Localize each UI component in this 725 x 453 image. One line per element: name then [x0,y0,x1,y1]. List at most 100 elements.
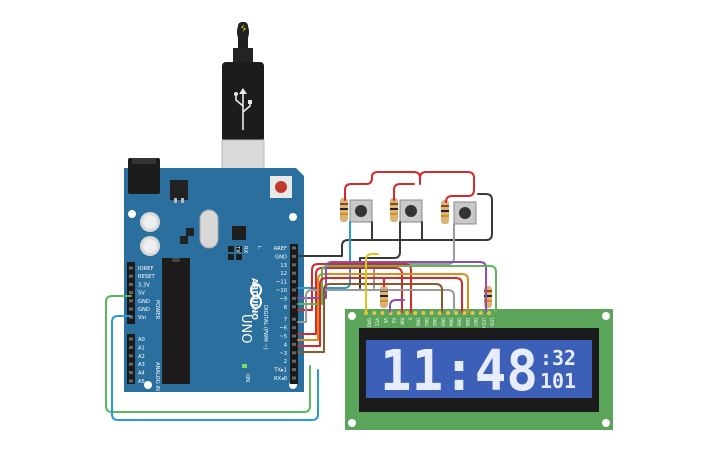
lcd-pin[interactable] [413,311,418,315]
lcd-pin-label: DB6 [465,318,470,327]
lcd-pin-label: DB0 [416,318,421,327]
digital-pin-socket[interactable] [292,263,296,267]
analog-pin-socket[interactable] [129,371,133,375]
lcd-pin[interactable] [380,311,385,315]
resistor-2[interactable] [390,198,398,222]
wire-green-5v [105,295,311,413]
lcd-pin[interactable] [446,311,450,315]
power-pin-label: RESET [138,274,155,280]
digital-pin-label: GND [275,254,287,260]
digital-pin-socket[interactable] [292,280,296,284]
on-led-label: ON [244,374,250,382]
digital-pin-label: 12 [280,271,287,277]
digital-pin-socket[interactable] [292,351,296,355]
lcd-pin-label: LED- [490,318,495,328]
wire-blue-button1 [297,221,351,289]
lcd-pin-label: DB2 [432,318,437,327]
analog-pin-socket[interactable] [129,345,133,349]
wire-green-lcd [297,265,497,313]
power-pin-socket[interactable] [129,274,133,278]
analog-pin-socket[interactable] [129,362,133,366]
lcd-pin[interactable] [470,311,475,315]
analog-label: ANALOG IN [154,362,160,391]
lcd-pin-label: E [408,318,413,321]
wire-red-lcd [297,263,412,313]
push-button-2[interactable] [399,199,423,223]
digital-pin-socket[interactable] [292,359,296,363]
digital-pin-label: ~5 [279,334,287,340]
board-model: UNO [238,314,253,343]
push-button-3[interactable] [453,201,477,225]
power-pin-socket[interactable] [129,299,133,303]
power-pin-socket[interactable] [129,282,133,286]
lcd-pin[interactable] [421,311,426,315]
digital-pin-socket[interactable] [292,376,296,380]
lcd-pin[interactable] [429,311,434,315]
lcd-pin[interactable] [454,311,459,315]
lcd-pin[interactable] [487,311,491,315]
wire-purple-res [389,299,405,313]
lcd-pin[interactable] [372,311,377,315]
digital-pin-socket[interactable] [292,254,296,258]
wire-brown-lcd [297,283,443,353]
digital-pin-socket[interactable] [292,288,296,292]
analog-pin-socket[interactable] [129,354,133,358]
power-pin-label: GND [138,299,150,305]
wire-black-gnd [297,221,373,257]
power-pin-socket[interactable] [129,266,133,270]
digital-pin-label: ~3 [279,351,287,357]
digital-pin-socket[interactable] [292,334,296,338]
lcd-pin-label: DB5 [457,318,462,327]
lcd-pin[interactable] [462,311,467,315]
resistor-1[interactable] [340,198,348,222]
digital-pin-label: RX◂0 [274,376,287,382]
digital-label: DIGITAL (PWM ~) [262,305,268,350]
digital-pin-label: 8 [284,305,287,311]
analog-pin-socket[interactable] [129,379,133,383]
wire-gray-lcd [297,289,455,323]
digital-pin-socket[interactable] [292,246,296,250]
lcd-pin-label: DB1 [424,318,429,327]
wire-orange-lcd [297,273,469,341]
wire-black-gnd-2 [371,221,423,241]
lcd-pin[interactable] [405,311,409,315]
analog-pin-label: A2 [138,354,145,360]
resistor-3[interactable] [441,200,449,224]
push-button-1[interactable] [349,199,373,223]
wire-purple-lcd [297,261,487,313]
power-pin-label: GND [138,307,150,313]
digital-pin-socket[interactable] [292,305,296,309]
analog-pin-label: A4 [138,371,146,377]
digital-pin-label: ~11 [276,280,287,286]
lcd-pin[interactable] [396,311,401,315]
lcd-pin[interactable] [478,311,483,315]
wire-red-lcd-3 [297,277,463,347]
digital-pin-socket[interactable] [292,368,296,372]
power-pin-socket[interactable] [129,291,133,295]
power-pin-socket[interactable] [129,315,133,319]
power-pin-socket[interactable] [129,307,133,311]
arduino-board[interactable]: ARDUINO UNO DIGITAL (PWM ~) POWER ANALOG… [124,158,304,392]
lcd-small-line-1: :32 [540,346,576,370]
wires [105,171,497,421]
analog-pin-label: A5 [138,379,145,385]
analog-pin-label: A3 [138,362,145,368]
lcd-pin[interactable] [437,311,442,315]
lcd-screen [366,340,592,398]
analog-pin-label: A1 [138,345,145,351]
analog-pin-socket[interactable] [129,337,133,341]
digital-pin-socket[interactable] [292,317,296,321]
digital-pin-socket[interactable] [292,342,296,346]
analog-header [127,334,135,384]
atmega-chip [162,258,190,384]
digital-pin-socket[interactable] [292,271,296,275]
lcd-pin-label: DB3 [440,318,445,327]
digital-pin-socket[interactable] [292,326,296,330]
digital-pin-socket[interactable] [292,296,296,300]
wire-black-gnd-3 [421,193,493,241]
